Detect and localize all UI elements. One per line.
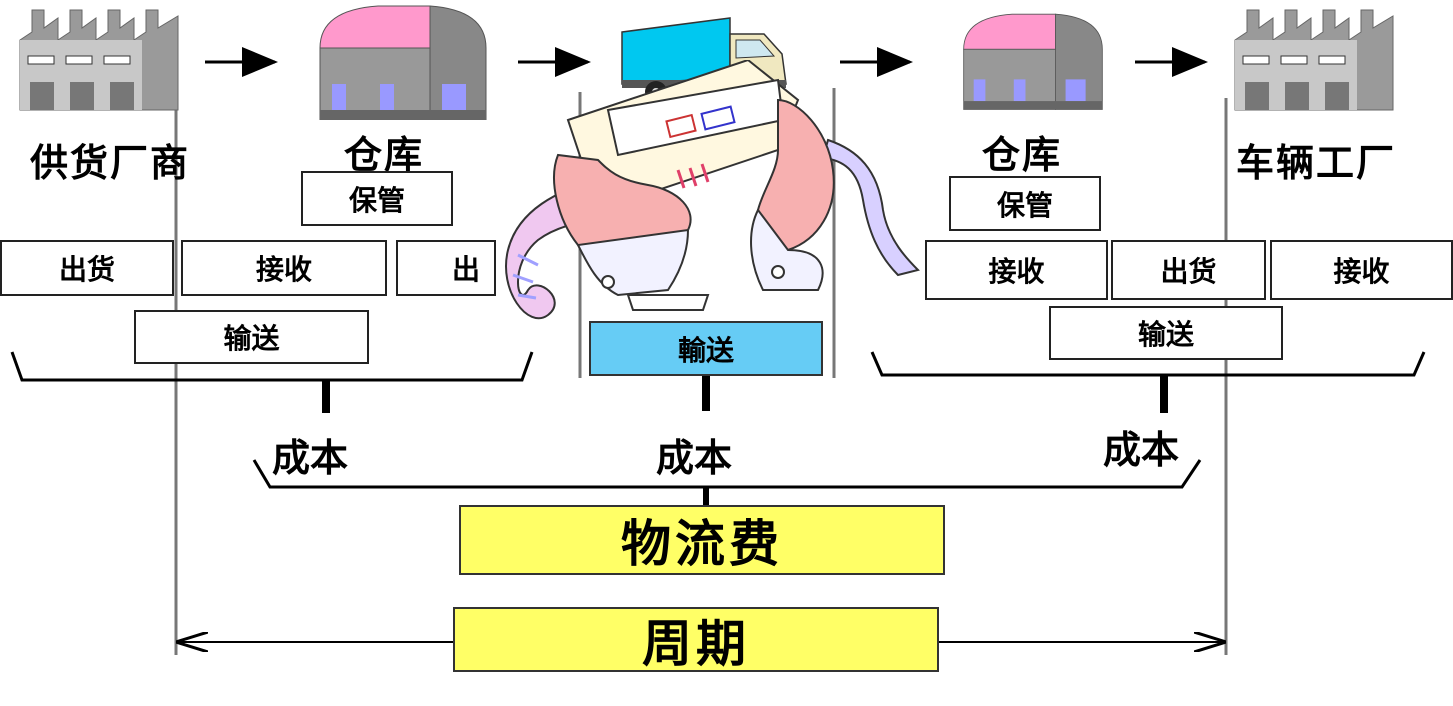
factory-icon bbox=[1234, 9, 1394, 111]
cost-center-label: 成本 bbox=[656, 436, 733, 480]
receive-box-2: 接收 bbox=[925, 240, 1108, 300]
warehouse-left-label: 仓库 bbox=[344, 133, 425, 177]
factory-icon bbox=[19, 9, 179, 111]
warehouse-icon bbox=[963, 13, 1103, 110]
vehicle-factory-label: 车辆工厂 bbox=[1236, 141, 1397, 185]
receive-box-3: 接收 bbox=[1270, 240, 1453, 300]
transport-box-right: 输送 bbox=[1049, 306, 1283, 360]
bracket-bottom bbox=[252, 459, 1202, 489]
cost-left-label: 成本 bbox=[272, 436, 349, 480]
bracket-left bbox=[10, 351, 534, 382]
warehouse-icon bbox=[319, 5, 487, 120]
supplier-label: 供货厂商 bbox=[30, 141, 191, 185]
ship-box-2: 出 bbox=[396, 240, 496, 296]
transport-box-center: 輸送 bbox=[589, 321, 823, 376]
cost-right-label: 成本 bbox=[1103, 428, 1180, 472]
logistics-cost-box: 物流费 bbox=[459, 505, 945, 575]
receipt-hands-icon bbox=[505, 60, 920, 320]
bracket-right bbox=[870, 351, 1426, 377]
ship-box-3: 出货 bbox=[1111, 240, 1266, 300]
ship-box-1: 出货 bbox=[0, 240, 174, 296]
receive-box-1: 接收 bbox=[181, 240, 387, 296]
ship-box-2-label: 出 bbox=[452, 253, 481, 286]
transport-box-left: 输送 bbox=[134, 310, 369, 364]
warehouse-right-label: 仓库 bbox=[982, 133, 1063, 177]
storage-box-right: 保管 bbox=[949, 176, 1101, 231]
storage-box-left: 保管 bbox=[301, 171, 453, 226]
cycle-box: 周期 bbox=[453, 607, 939, 673]
